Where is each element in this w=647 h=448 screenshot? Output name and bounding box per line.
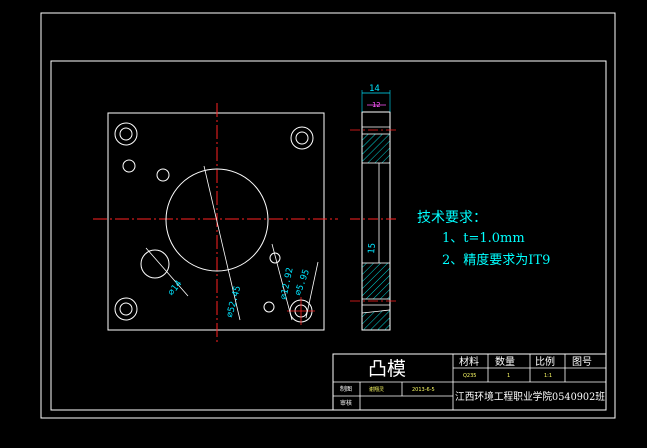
- dia5-leader: [305, 261, 319, 319]
- dia14-leader: [145, 247, 189, 297]
- pin-hole-3: [269, 252, 281, 264]
- hatch-bottom: [361, 262, 391, 300]
- pin-hole-1: [122, 159, 136, 173]
- dim-dia14: ⌀14: [166, 279, 184, 298]
- part-name: 凸模: [368, 358, 406, 380]
- header-material: 材料: [459, 355, 479, 368]
- title-block: 凸模 材料 数量 比例 图号 Q235 1 1:1 制图 谢翔灵 2013-6-…: [332, 353, 607, 411]
- dim-width: 14: [369, 84, 380, 94]
- pin-hole-4: [263, 301, 275, 313]
- dim-dia52: ⌀52.45: [225, 285, 243, 319]
- design-date: 2013-6-5: [412, 387, 435, 393]
- school-name: 江西环境工程职业学院0540902班: [455, 390, 605, 403]
- corner-hole-tl-inner: [119, 127, 133, 141]
- value-scale: 1:1: [544, 373, 552, 379]
- front-view: ⌀14 ⌀52.45 ⌀12.92 ⌀5.95: [93, 103, 338, 342]
- pin-hole-2: [156, 168, 170, 182]
- technical-notes: 技术要求： 1、t=1.0mm 2、精度要求为IT9: [417, 210, 550, 268]
- dia14-hole: [140, 249, 170, 279]
- note-item-1: 1、t=1.0mm: [442, 231, 525, 246]
- corner-hole-tr-outer: [290, 126, 314, 150]
- designer-name: 谢翔灵: [369, 386, 384, 393]
- hatch-base: [361, 309, 391, 331]
- corner-hole-tr-inner: [295, 131, 309, 145]
- header-quantity: 数量: [495, 355, 515, 368]
- outer-border: [40, 12, 616, 419]
- dia12-leader: [271, 243, 293, 321]
- inner-frame: [50, 60, 607, 411]
- value-material: Q235: [463, 373, 476, 379]
- value-quantity: 1: [507, 373, 510, 379]
- plate-outline: [107, 112, 325, 331]
- review-label: 审核: [340, 399, 352, 407]
- center-bore: [165, 168, 269, 272]
- corner-hole-bl-inner: [119, 302, 133, 316]
- corner-hole-tl-outer: [114, 122, 138, 146]
- dim-inner: 12: [372, 101, 380, 109]
- header-drawing-no: 图号: [572, 356, 592, 368]
- dia52-leader: [203, 165, 241, 321]
- dim-small: 15: [367, 243, 378, 255]
- side-view: 14 12 15: [350, 84, 398, 331]
- header-scale: 比例: [535, 355, 555, 368]
- dim-dia12: ⌀12.92: [279, 267, 296, 301]
- note-item-2: 2、精度要求为IT9: [442, 252, 550, 268]
- hatch-top: [361, 133, 391, 164]
- notes-title: 技术要求：: [417, 210, 487, 226]
- dim-dia5: ⌀5.95: [293, 268, 312, 297]
- corner-hole-bl-outer: [114, 297, 138, 321]
- design-label: 制图: [340, 385, 352, 393]
